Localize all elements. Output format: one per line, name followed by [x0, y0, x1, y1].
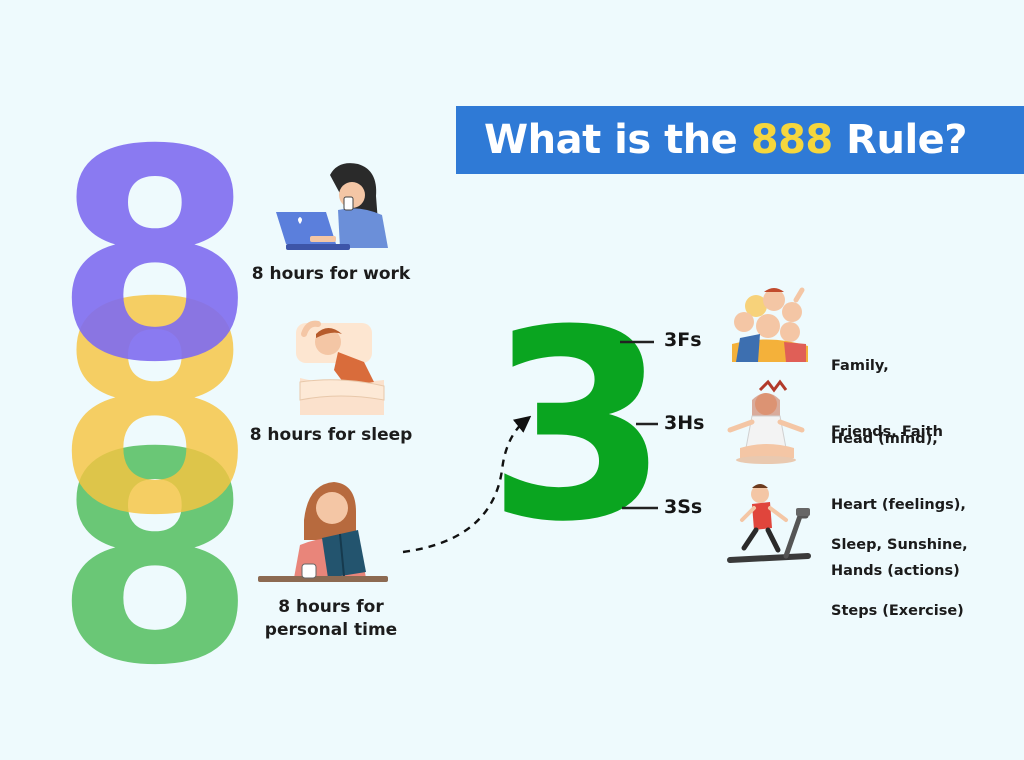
sleeping-boy-icon [296, 320, 385, 415]
reading-girl-icon [258, 482, 388, 582]
desc-3ss-line1: Sleep, Sunshine, [831, 537, 968, 553]
eight-stack: 8 8 8 [54, 89, 256, 729]
treadmill-runner-icon [727, 484, 811, 563]
desc-3fs-line1: Family, [831, 358, 889, 374]
eight-yellow: 8 [54, 242, 256, 579]
woman-laptop-icon [276, 163, 388, 250]
caption-work: 8 hours for work [236, 263, 426, 286]
label-3ss: 3Ss [664, 496, 703, 518]
title-highlight: 888 [750, 117, 834, 163]
caption-personal: 8 hours for personal time [236, 596, 426, 642]
desc-3hs-line3: Hands (actions) [831, 563, 960, 579]
caption-work-text: 8 hours for work [251, 264, 411, 284]
desc-3hs-line1: Head (mind), [831, 431, 938, 447]
caption-sleep: 8 hours for sleep [236, 424, 426, 447]
eight-purple: 8 [54, 89, 256, 426]
title-suffix: Rule? [832, 117, 967, 163]
caption-personal-line1: 8 hours for [278, 597, 384, 617]
desc-3fs: Family, Friends, Faith [831, 311, 943, 487]
desc-3hs-line2: Heart (feelings), [831, 497, 966, 513]
desc-3fs-line2: Friends, Faith [831, 424, 943, 440]
desc-3ss: Sleep, Sunshine, Steps (Exercise) [831, 490, 968, 666]
desc-3ss-line2: Steps (Exercise) [831, 603, 964, 619]
big-three: 3 [487, 274, 669, 579]
family-group-icon [732, 287, 808, 362]
dashed-arrow [402, 415, 532, 554]
title-banner: What is the 888 Rule? [456, 106, 1024, 174]
desc-3hs: Head (mind), Heart (feelings), Hands (ac… [831, 384, 966, 626]
eight-green: 8 [54, 392, 256, 729]
label-3hs: 3Hs [664, 412, 705, 434]
meditating-woman-icon [727, 379, 805, 464]
caption-personal-line2: personal time [264, 620, 398, 640]
title-prefix: What is the [484, 117, 751, 163]
caption-sleep-text: 8 hours for sleep [249, 425, 413, 445]
label-3fs: 3Fs [664, 329, 702, 351]
